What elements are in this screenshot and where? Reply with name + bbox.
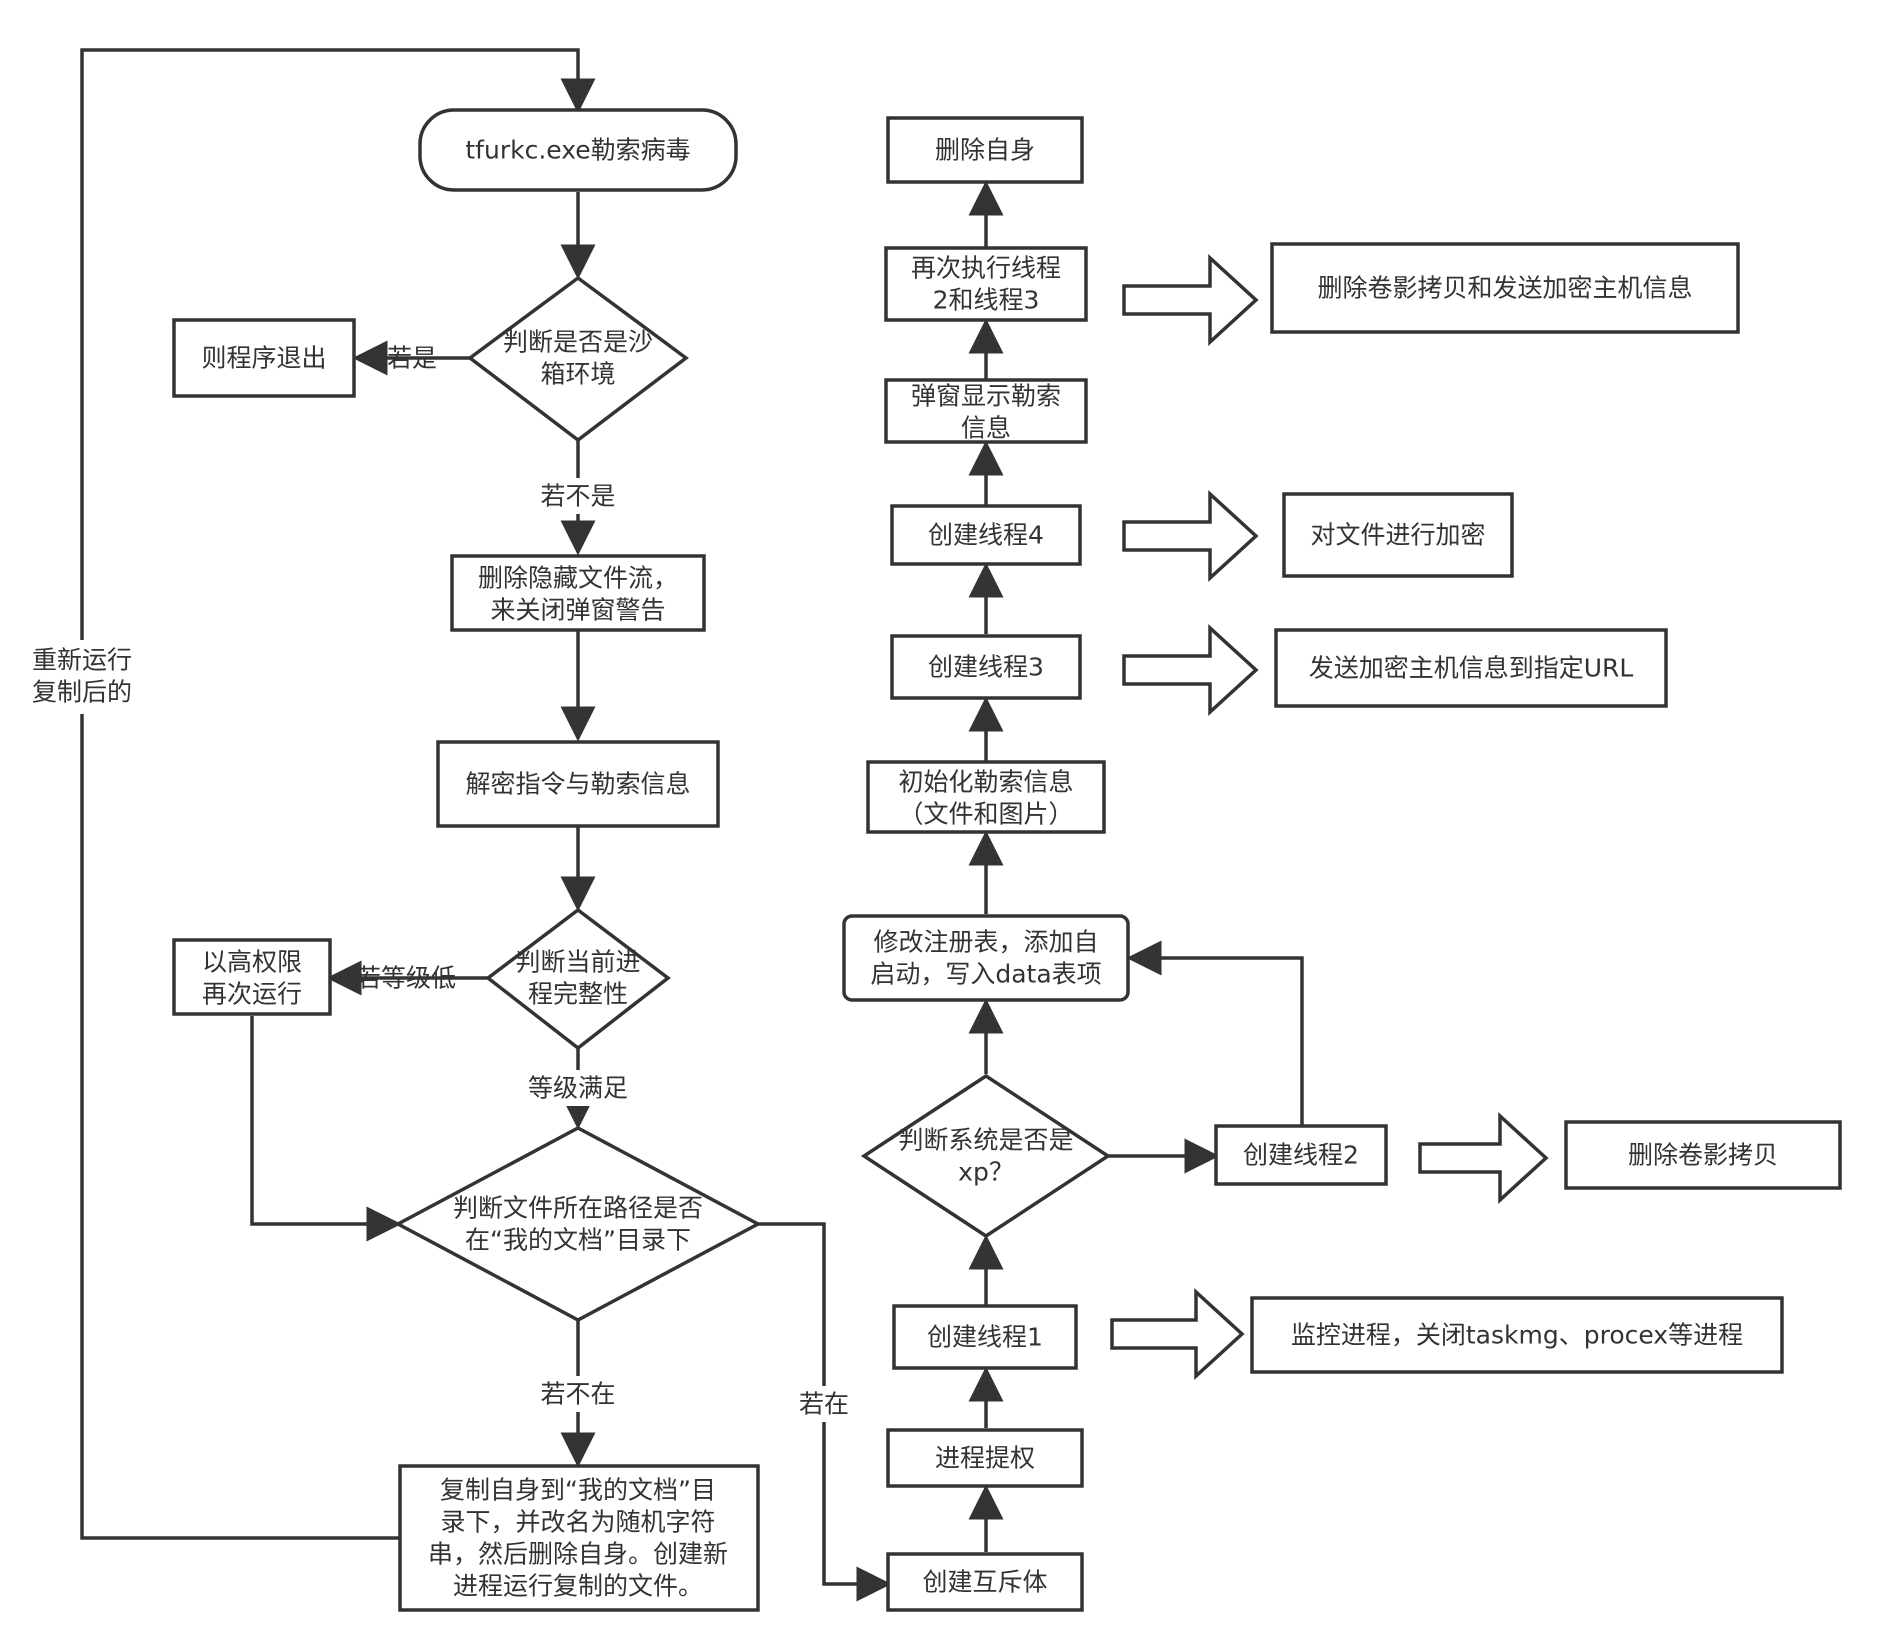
node-check-path-label-2: 在“我的文档”目录下 <box>465 1226 691 1255</box>
node-thread3-desc: 发送加密主机信息到指定URL <box>1274 628 1668 708</box>
node-check-xp: 判断系统是否是 xp？ <box>860 1073 1112 1239</box>
node-check-integrity: 判断当前进 程完整性 <box>485 907 671 1051</box>
block-arrow-thread4 <box>1122 490 1259 582</box>
edge-label-if-in-bg <box>790 1386 858 1422</box>
node-rerun-threads: 再次执行线程 2和线程3 <box>884 246 1088 322</box>
block-arrow-rerun-threads <box>1122 254 1259 346</box>
node-rerun-threads-desc-label: 删除卷影拷贝和发送加密主机信息 <box>1317 274 1692 303</box>
node-rerun-high: 以高权限 再次运行 <box>172 938 332 1016</box>
node-thread3: 创建线程3 <box>890 634 1082 700</box>
node-delete-ads-label-2: 来关闭弹窗警告 <box>490 596 665 625</box>
node-popup-label-1: 弹窗显示勒索 <box>911 382 1061 411</box>
node-registry-label-2: 启动，写入data表项 <box>870 960 1101 989</box>
node-thread4-label: 创建线程4 <box>928 521 1044 550</box>
node-thread2-desc-label: 删除卷影拷贝 <box>1628 1141 1778 1170</box>
node-decrypt-label: 解密指令与勒索信息 <box>465 770 690 799</box>
node-rerun-high-label-2: 再次运行 <box>202 980 302 1009</box>
node-init-ransom-label-2: （文件和图片） <box>898 800 1073 829</box>
edge-thread2-to-registry <box>1126 940 1304 1126</box>
node-delete-ads-label-1: 删除隐藏文件流， <box>478 564 678 593</box>
node-check-integrity-label-1: 判断当前进 <box>515 948 640 977</box>
node-privilege: 进程提权 <box>886 1428 1084 1488</box>
node-privilege-label: 进程提权 <box>935 1444 1035 1473</box>
node-check-sandbox: 判断是否是沙 箱环境 <box>467 275 689 443</box>
node-thread1-label: 创建线程1 <box>927 1323 1043 1352</box>
node-popup: 弹窗显示勒索 信息 <box>884 378 1088 444</box>
edge-label-rerun-copy-1: 重新运行 <box>32 646 132 675</box>
node-thread1: 创建线程1 <box>892 1304 1078 1370</box>
node-check-sandbox-label-2: 箱环境 <box>540 360 615 389</box>
node-copy-self: 复制自身到“我的文档”目 录下，并改名为随机字符 串，然后删除自身。创建新 进程… <box>398 1464 760 1612</box>
node-rerun-threads-label-1: 再次执行线程 <box>911 254 1061 283</box>
block-arrow-thread1 <box>1110 1288 1245 1380</box>
node-copy-self-label-4: 进程运行复制的文件。 <box>453 1572 703 1601</box>
block-arrow-thread3 <box>1122 624 1259 716</box>
node-registry: 修改注册表，添加自 启动，写入data表项 <box>842 914 1130 1002</box>
edge-label-rerun-copy-2: 复制后的 <box>32 678 132 707</box>
edge-label-if-not-in-bg <box>526 1376 630 1412</box>
node-rerun-threads-desc: 删除卷影拷贝和发送加密主机信息 <box>1270 242 1740 334</box>
connectors <box>80 48 1304 1602</box>
edge-label-level-ok-bg <box>508 1070 648 1106</box>
node-copy-self-label-1: 复制自身到“我的文档”目 <box>440 1476 716 1505</box>
node-thread4-desc: 对文件进行加密 <box>1282 492 1514 578</box>
edge-label-if-not-in: 若不在 <box>540 1380 615 1409</box>
node-check-xp-label-2: xp？ <box>958 1158 1014 1187</box>
edge-label-level-ok: 等级满足 <box>528 1074 628 1103</box>
node-init-ransom-label-1: 初始化勒索信息 <box>898 768 1073 797</box>
node-create-mutex: 创建互斥体 <box>886 1552 1084 1612</box>
block-arrow-thread2 <box>1418 1112 1549 1204</box>
edge-label-if-in: 若在 <box>799 1390 849 1419</box>
node-check-path-label-1: 判断文件所在路径是否 <box>453 1194 703 1223</box>
edge-label-if-not: 若不是 <box>540 482 615 511</box>
node-rerun-threads-label-2: 2和线程3 <box>933 286 1040 315</box>
edge-label-rerun-copy-bg <box>24 640 140 714</box>
node-registry-label-1: 修改注册表，添加自 <box>873 928 1098 957</box>
node-exit-label: 则程序退出 <box>201 344 326 373</box>
node-thread3-desc-label: 发送加密主机信息到指定URL <box>1309 654 1634 683</box>
node-thread4-desc-label: 对文件进行加密 <box>1310 521 1485 550</box>
node-copy-self-label-3: 串，然后删除自身。创建新 <box>428 1540 728 1569</box>
node-create-mutex-label: 创建互斥体 <box>922 1568 1047 1597</box>
node-delete-ads: 删除隐藏文件流， 来关闭弹窗警告 <box>450 554 706 632</box>
node-copy-self-label-2: 录下，并改名为随机字符 <box>440 1508 715 1537</box>
node-thread1-desc-label: 监控进程，关闭taskmg、procex等进程 <box>1291 1321 1743 1350</box>
node-exit: 则程序退出 <box>172 318 356 398</box>
node-init-ransom: 初始化勒索信息 （文件和图片） <box>866 760 1106 834</box>
node-thread2-label: 创建线程2 <box>1243 1141 1359 1170</box>
edge-label-if-yes: 若是 <box>387 344 437 373</box>
node-rerun-high-label-1: 以高权限 <box>202 948 302 977</box>
node-thread1-desc: 监控进程，关闭taskmg、procex等进程 <box>1250 1296 1784 1374</box>
node-check-sandbox-label-1: 判断是否是沙 <box>503 328 653 357</box>
node-decrypt: 解密指令与勒索信息 <box>436 740 720 828</box>
node-check-path: 判断文件所在路径是否 在“我的文档”目录下 <box>394 1126 762 1322</box>
node-popup-label-2: 信息 <box>961 414 1011 443</box>
node-delete-self-label: 删除自身 <box>935 136 1035 165</box>
node-start-label: tfurkc.exe勒索病毒 <box>465 136 690 165</box>
node-start: tfurkc.exe勒索病毒 <box>418 108 738 192</box>
node-thread2: 创建线程2 <box>1214 1124 1388 1186</box>
edge-rerun-high-to-path-check <box>250 1016 402 1242</box>
node-check-xp-label-1: 判断系统是否是 <box>898 1126 1073 1155</box>
block-arrows <box>1110 254 1549 1380</box>
node-thread2-desc: 删除卷影拷贝 <box>1564 1120 1842 1190</box>
node-thread3-label: 创建线程3 <box>928 653 1044 682</box>
node-delete-self: 删除自身 <box>886 116 1084 184</box>
node-check-integrity-label-2: 程完整性 <box>528 980 628 1009</box>
edge-label-if-not-bg <box>520 478 636 514</box>
edge-label-if-low-level: 若等级低 <box>356 964 456 993</box>
edge-copy-to-start-loop <box>80 48 596 1540</box>
node-thread4: 创建线程4 <box>890 504 1082 566</box>
